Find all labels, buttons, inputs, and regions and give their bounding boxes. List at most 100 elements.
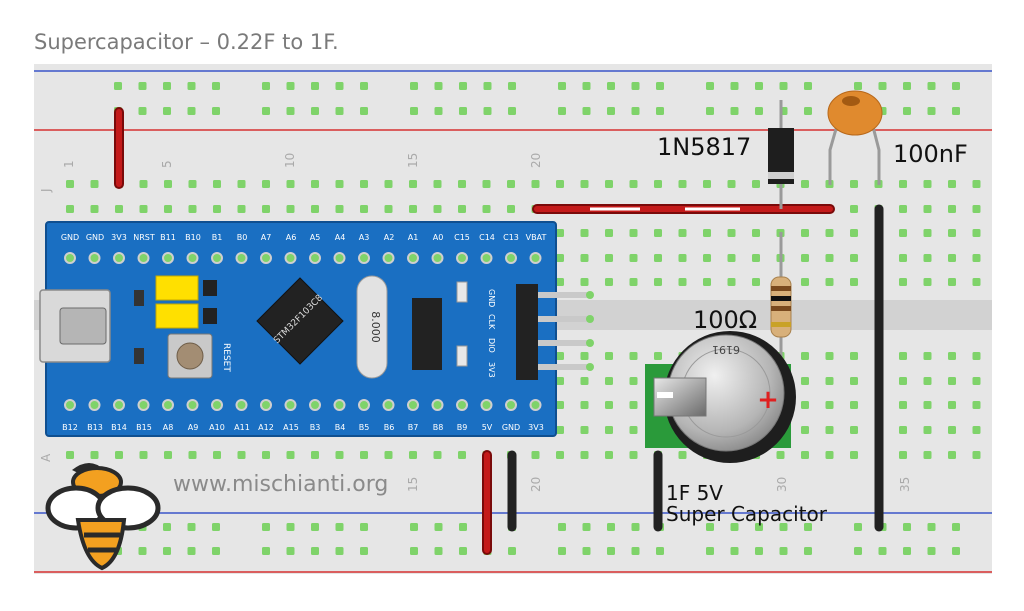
breadboard-hole (311, 82, 319, 90)
breadboard-hole (703, 229, 711, 237)
breadboard-hole (115, 205, 123, 213)
breadboard-hole (212, 547, 220, 555)
breadboard-hole (972, 451, 981, 459)
smd-part (456, 345, 468, 367)
breadboard-hole (139, 180, 148, 188)
board-pin-hole (186, 252, 199, 264)
breadboard-hole (335, 451, 344, 459)
breadboard-hole (948, 254, 956, 262)
breadboard-hole (558, 547, 566, 555)
breadboard-hole (804, 82, 812, 90)
breadboard-hole (507, 180, 515, 188)
pin-label: 5V (482, 423, 493, 432)
pin-label: B1 (212, 233, 223, 242)
breadboard-hole (801, 254, 809, 262)
debug-pin-label: CLK (487, 314, 496, 330)
breadboard-hole (899, 451, 907, 459)
breadboard-hole (605, 352, 613, 360)
breadboard-hole (631, 523, 640, 531)
breadboard-hole (899, 205, 907, 213)
crystal-label: 8.000 (369, 311, 382, 343)
breadboard-hole (607, 82, 615, 90)
board-top-pin-holes (64, 252, 542, 264)
mcu-chip (256, 277, 344, 365)
breadboard-hole (850, 451, 858, 459)
breadboard-hole (433, 451, 442, 459)
breadboard-hole (801, 180, 809, 188)
breadboard-hole (459, 107, 467, 115)
pin-label: VBAT (526, 233, 547, 242)
breadboard-hole (948, 278, 956, 286)
breadboard-hole (607, 107, 615, 115)
jumper-pin (203, 280, 217, 296)
breadboard-hole (972, 401, 981, 409)
pin-label: B4 (335, 423, 346, 432)
breadboard-hole (629, 377, 638, 385)
breadboard-hole (804, 107, 812, 115)
breadboard-hole (923, 451, 932, 459)
breadboard-hole (899, 278, 907, 286)
breadboard-hole (854, 523, 862, 531)
breadboard-hole (752, 229, 760, 237)
debug-header (516, 284, 538, 380)
pin-label: A5 (310, 233, 321, 242)
breadboard-hole (706, 82, 714, 90)
breadboard-hole (433, 180, 442, 188)
debug-pin (538, 340, 590, 346)
breadboard-hole (972, 278, 981, 286)
pin-label: A7 (261, 233, 272, 242)
breadboard-hole (678, 254, 687, 262)
top-pin-labels: GND GND 3V3 NRST B11 B10 B1 B0 A7 A6 A5 … (61, 233, 547, 242)
breadboard-hole (188, 180, 197, 188)
breadboard-hole (752, 180, 760, 188)
column-number: 35 (898, 477, 912, 492)
diode-label: 1N5817 (657, 133, 751, 161)
board-pin-hole (137, 399, 150, 411)
breadboard-hole (656, 82, 664, 90)
board-pin-hole (333, 399, 346, 411)
breadboard-hole (948, 180, 956, 188)
breadboard-hole (755, 523, 763, 531)
breadboard-hole (311, 547, 319, 555)
breadboard-hole (678, 278, 687, 286)
breadboard-hole (972, 180, 981, 188)
breadboard-hole (605, 377, 613, 385)
breadboard-hole (286, 547, 295, 555)
pin-label: C14 (479, 233, 495, 242)
breadboard-hole (482, 180, 491, 188)
debug-pin-label: GND (487, 289, 496, 307)
boot-jumper (155, 275, 199, 301)
breadboard-hole (972, 352, 981, 360)
breadboard-hole (311, 523, 319, 531)
breadboard-hole (755, 107, 763, 115)
breadboard-hole (703, 254, 711, 262)
breadboard-hole (629, 278, 638, 286)
breadboard-hole (360, 205, 368, 213)
breadboard-hole (972, 254, 981, 262)
breadboard-hole (459, 82, 467, 90)
breadboard-hole (311, 107, 319, 115)
breadboard-hole (409, 180, 417, 188)
breadboard-hole (286, 205, 295, 213)
breadboard-hole (801, 229, 809, 237)
pin-label: B11 (160, 233, 176, 242)
breadboard-hole (678, 451, 687, 459)
board-pin-hole (113, 399, 125, 411)
reset-button-cap[interactable] (176, 342, 204, 370)
breadboard-hole (459, 547, 467, 555)
board-pin-hole (235, 399, 248, 411)
bee-logo (45, 463, 161, 571)
breadboard-hole (360, 523, 368, 531)
breadboard-hole (752, 254, 760, 262)
breadboard-hole (850, 254, 858, 262)
debug-pin-set (538, 291, 594, 371)
breadboard-hole (459, 523, 467, 531)
breadboard-hole (262, 180, 270, 188)
pin-label: A2 (384, 233, 395, 242)
breadboard-hole (237, 205, 246, 213)
breadboard-hole (607, 523, 615, 531)
board-pin-hole (456, 252, 468, 264)
breadboard-hole (483, 107, 492, 115)
board-pin-hole (88, 252, 101, 264)
